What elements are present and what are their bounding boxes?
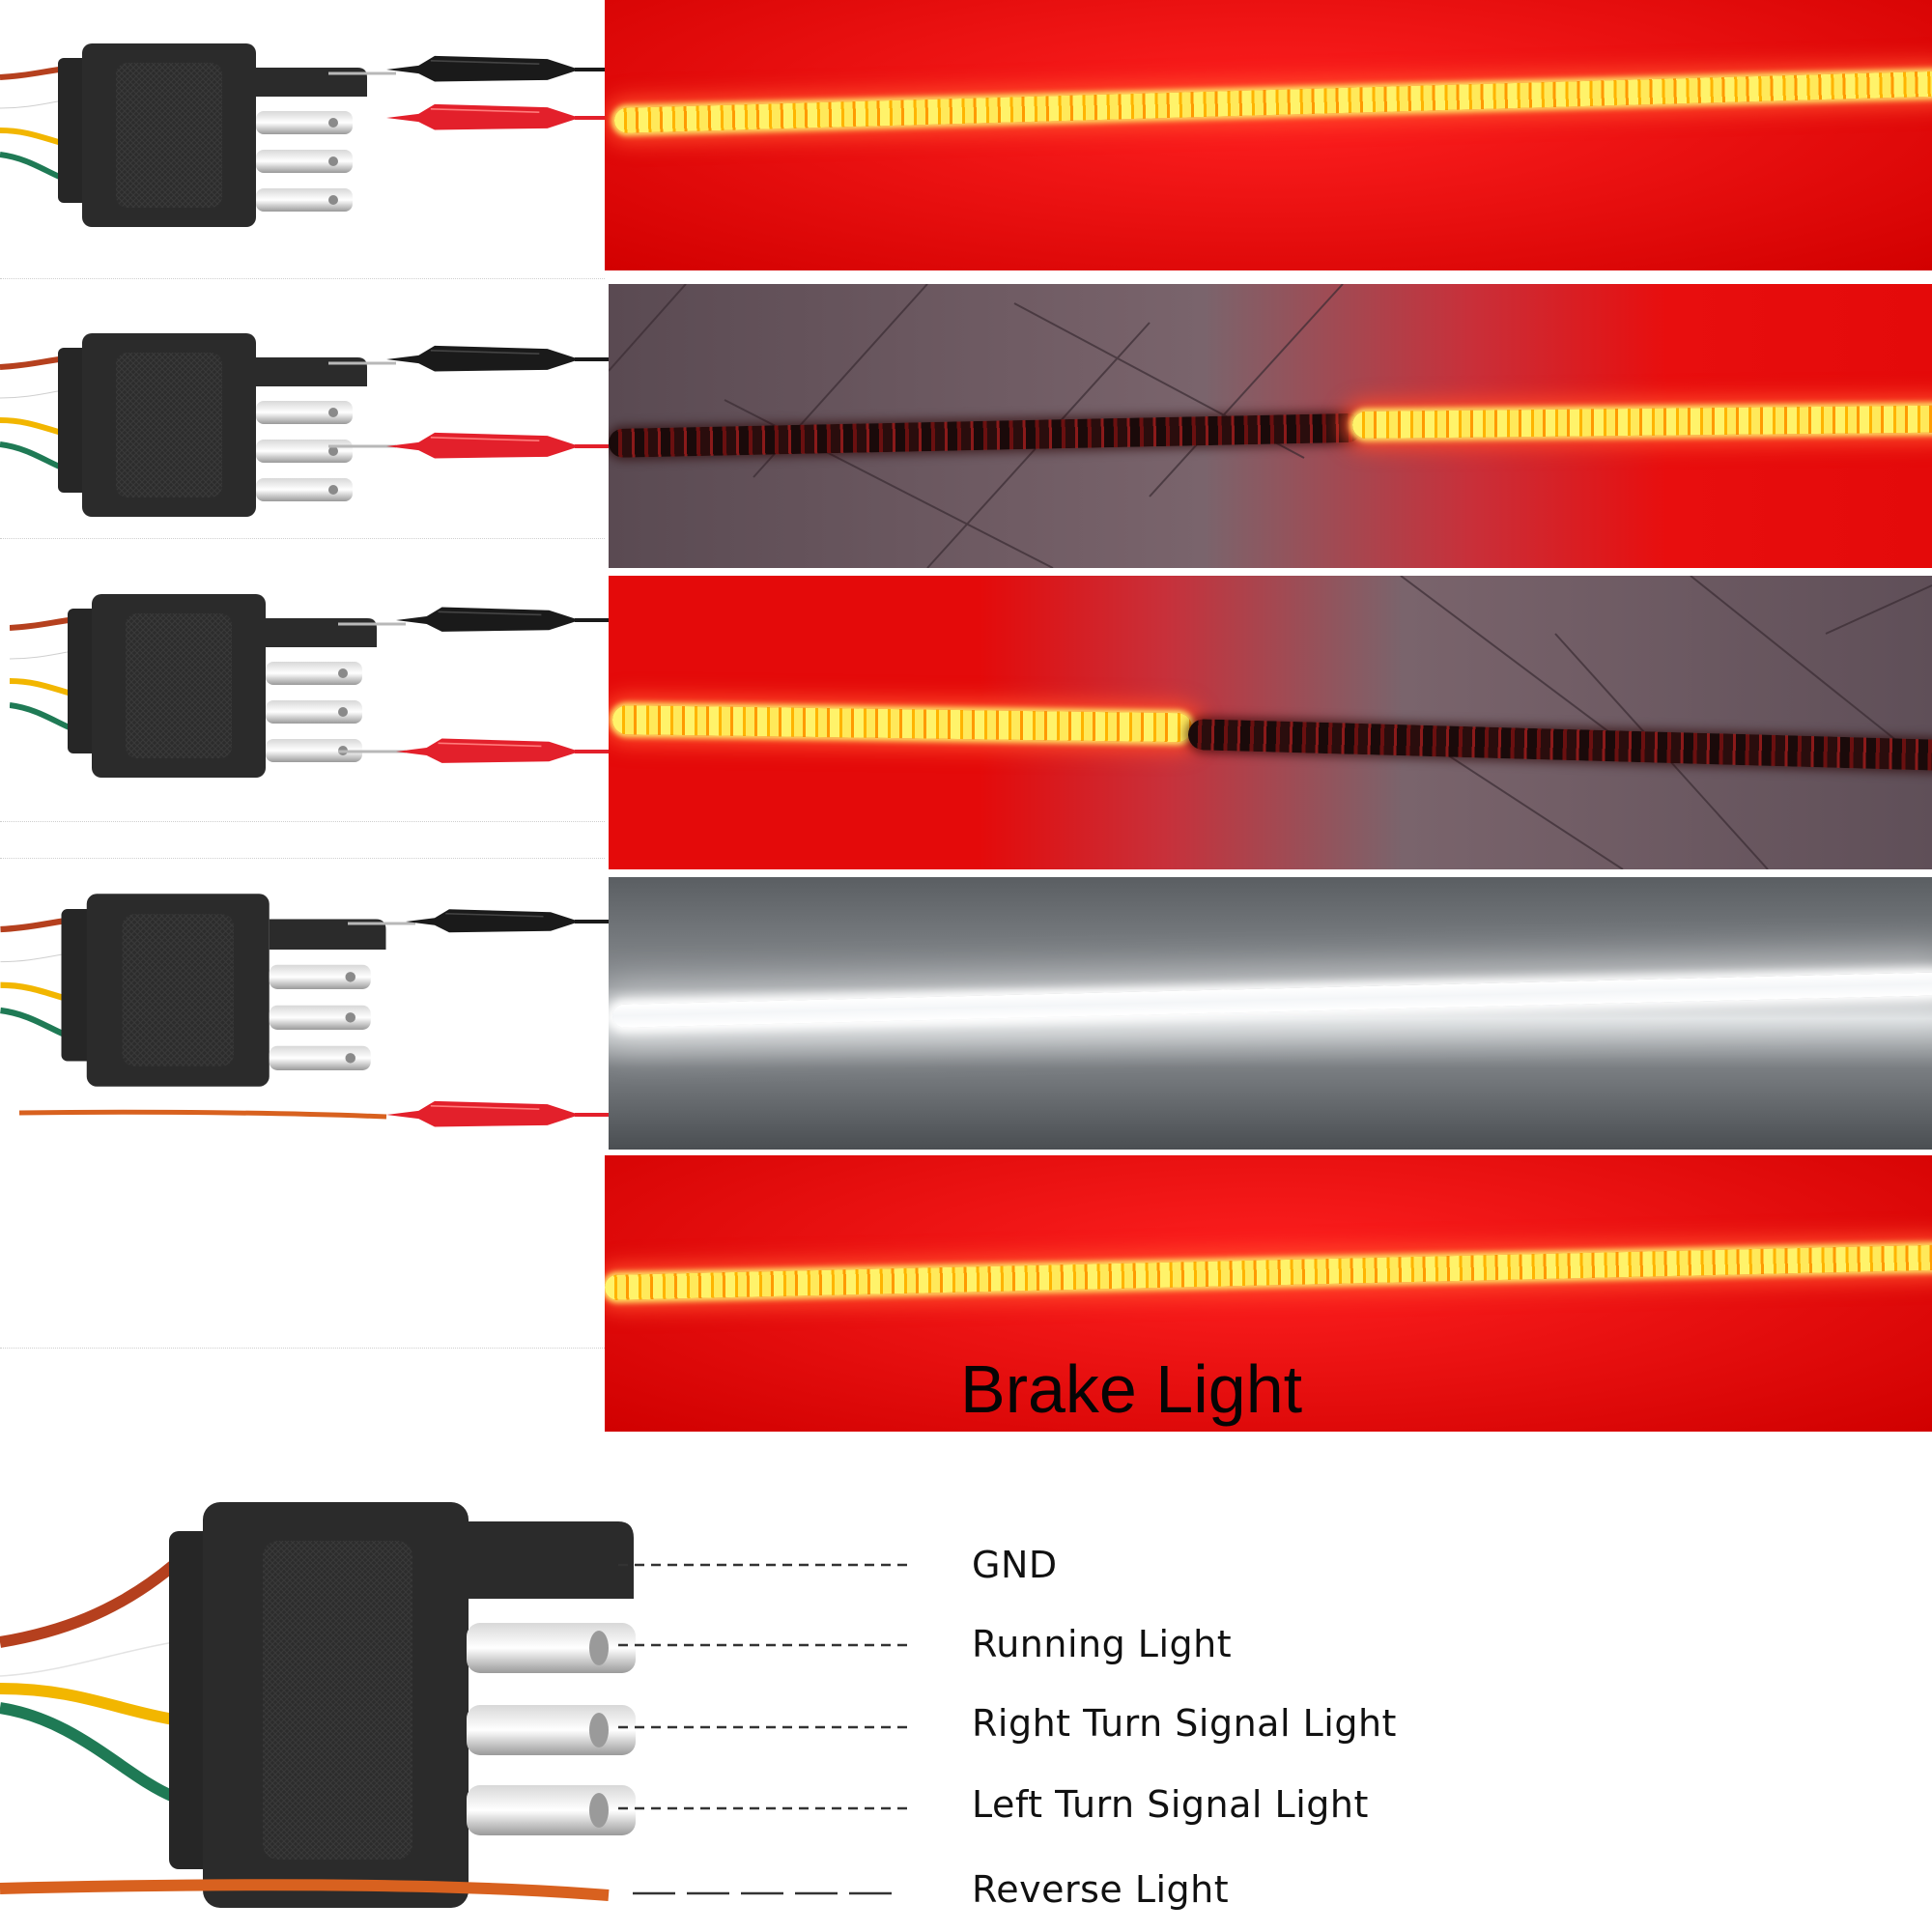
trailer-connector-icon [10,594,377,778]
led-strip-white-lit [611,972,1932,1028]
led-strip-lit [605,1244,1932,1300]
brake-light-caption: Brake Light [960,1351,1303,1427]
left-turn-pin-icon [467,1785,636,1835]
photo-running-light [605,0,1932,270]
trailer-connector-icon [1,894,386,1087]
red-clip-icon [396,737,580,764]
trailer-connector-icon [0,333,367,517]
orange-reverse-wire [18,1109,387,1120]
connector-diagram-running [0,19,609,251]
black-clip-icon [386,54,580,83]
black-clip-icon [406,908,580,934]
label-running-light: Running Light [972,1623,1233,1665]
connector-diagram-reverse [0,889,609,1128]
row-divider [0,821,605,822]
row-divider [0,538,605,539]
black-clip-icon [386,344,580,373]
photo-brake-light [605,1155,1932,1432]
photo-left-turn-signal [609,576,1932,869]
trailer-connector-icon [0,43,367,227]
row-divider [0,278,605,279]
row-divider [0,858,605,859]
label-reverse-light: Reverse Light [972,1868,1230,1911]
photo-right-turn-signal [609,284,1932,568]
running-pin-icon [467,1623,636,1673]
right-turn-pin-icon [467,1705,636,1755]
label-right-turn-signal: Right Turn Signal Light [972,1702,1397,1745]
connector-diagram-right-turn [0,319,609,551]
label-left-turn-signal: Left Turn Signal Light [972,1783,1369,1826]
red-clip-icon [386,431,580,460]
black-clip-icon [396,606,580,633]
orange-reverse-wire [0,1879,610,1901]
label-gnd: GND [972,1544,1058,1586]
connector-diagram-left-turn [0,580,609,802]
row-divider [0,1348,605,1349]
photo-reverse-light [609,877,1932,1150]
connector-pinout-diagram [0,1502,908,1908]
red-clip-icon [386,1099,580,1128]
led-strip-lit [613,71,1932,133]
red-clip-icon [386,102,580,131]
gnd-tab-icon [467,1521,634,1599]
